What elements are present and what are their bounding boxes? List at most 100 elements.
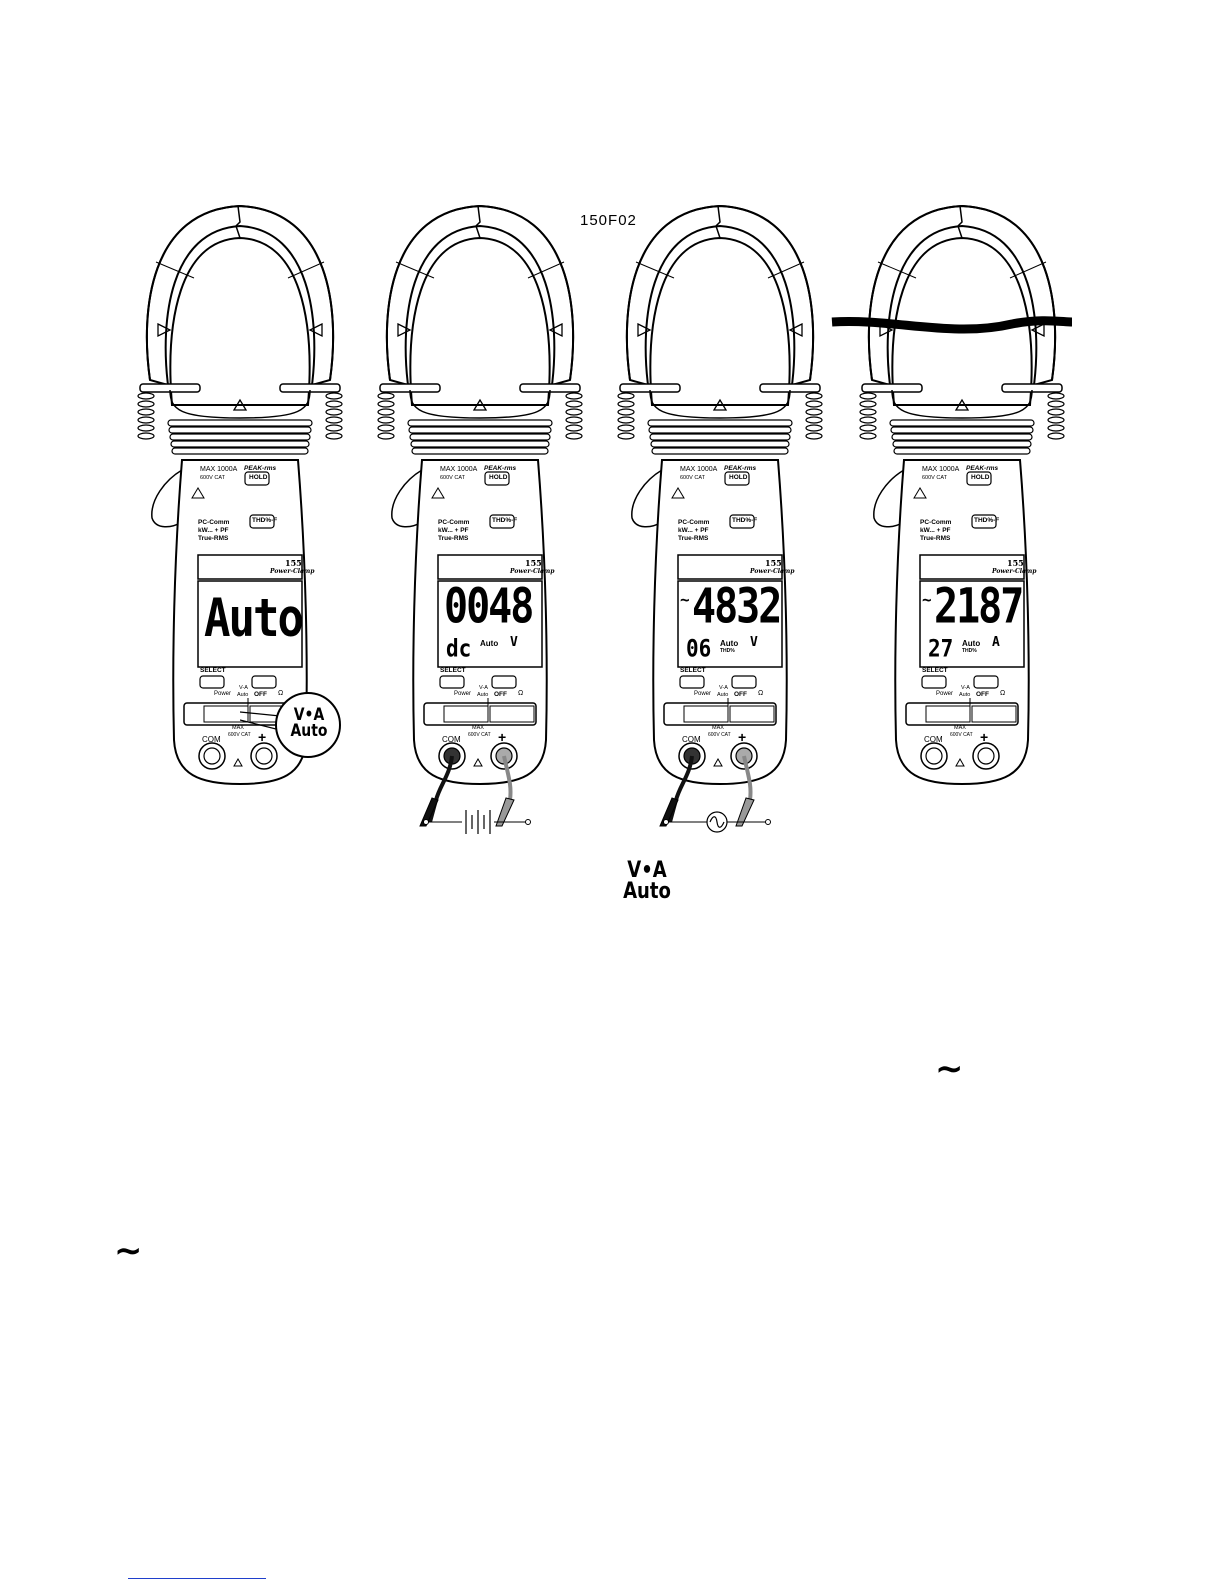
feature-kw-pf: kW... + PF <box>920 527 951 534</box>
zoom-callout-graphic <box>240 692 341 758</box>
power-label: Power <box>214 691 232 697</box>
ac-symbol-icon: ∼ <box>935 1049 964 1089</box>
max-current-label: MAX 1000A <box>922 466 960 473</box>
brand-name: Power-Clamp <box>270 568 315 575</box>
category-label-bottom: 600V CAT <box>468 732 491 738</box>
plus-label: + <box>980 729 989 745</box>
power-label: Power <box>694 691 712 697</box>
select-label: SELECT <box>680 667 706 674</box>
feature-true-rms: True-RMS <box>198 535 229 542</box>
plus-label: + <box>258 729 267 745</box>
plus-label: + <box>498 729 507 745</box>
model-number: 155 <box>285 558 302 568</box>
peak-rms-label: PEAK-rms <box>484 465 517 472</box>
category-label: 600V CAT <box>440 475 465 481</box>
ac-symbol-icon: ∼ <box>114 1231 143 1271</box>
brand-name: Power-Clamp <box>750 568 795 575</box>
lcd-secondary-reading: 27 <box>928 634 954 663</box>
max-label: MAX <box>954 725 966 731</box>
va-auto-symbol: V•A Auto <box>622 858 673 904</box>
lcd-thd-indicator: THD% <box>962 648 977 654</box>
feature-kw-pf: kW... + PF <box>198 527 229 534</box>
off-label: OFF <box>494 691 507 698</box>
auto-label: Auto <box>959 692 971 698</box>
lcd-unit: V <box>750 635 758 650</box>
com-label: COM <box>682 735 701 744</box>
lcd-main-reading: Auto <box>204 588 304 650</box>
max-label: MAX <box>472 725 484 731</box>
com-label: COM <box>442 735 461 744</box>
lcd-auto-indicator: Auto <box>480 639 499 648</box>
lcd-thd-indicator: THD% <box>720 648 735 654</box>
max-current-label: MAX 1000A <box>680 466 718 473</box>
va-label: V-A <box>719 685 728 691</box>
category-label: 600V CAT <box>200 475 225 481</box>
lcd-auto-indicator: Auto <box>962 639 981 648</box>
category-label-bottom: 600V CAT <box>708 732 731 738</box>
ohm-label: Ω <box>518 690 524 697</box>
symbol-va: V•A <box>627 858 667 883</box>
hold-label: HOLD <box>729 474 748 481</box>
peak-rms-label: PEAK-rms <box>724 465 757 472</box>
feature-true-rms: True-RMS <box>438 535 469 542</box>
lcd-ac-indicator: ~ <box>922 590 932 609</box>
zoom-callout-label: V•A Auto <box>288 706 331 739</box>
feature-true-rms: True-RMS <box>920 535 951 542</box>
ohm-label: Ω <box>278 690 284 697</box>
plus-label: + <box>738 729 747 745</box>
peak-rms-label: PEAK-rms <box>244 465 277 472</box>
com-label: COM <box>202 735 221 744</box>
off-label: OFF <box>734 691 747 698</box>
com-label: COM <box>924 735 943 744</box>
thd-label: THD%-F <box>252 517 278 524</box>
va-label: V-A <box>479 685 488 691</box>
max-current-label: MAX 1000A <box>440 466 478 473</box>
select-label: SELECT <box>440 667 466 674</box>
feature-kw-pf: kW... + PF <box>438 527 469 534</box>
hold-label: HOLD <box>971 474 990 481</box>
off-label: OFF <box>254 691 267 698</box>
feature-true-rms: True-RMS <box>678 535 709 542</box>
lcd-main-reading: 0048 <box>444 579 534 635</box>
select-label: SELECT <box>922 667 948 674</box>
feature-pc-comm: PC-Comm <box>438 519 470 526</box>
lcd-unit: V <box>510 635 518 650</box>
max-label: MAX <box>712 725 724 731</box>
ohm-label: Ω <box>1000 690 1006 697</box>
category-label-bottom: 600V CAT <box>228 732 251 738</box>
lcd-secondary-reading: dc <box>446 634 472 663</box>
thd-label: THD%-F <box>974 517 1000 524</box>
select-label: SELECT <box>200 667 226 674</box>
footer-rule <box>128 1578 266 1579</box>
feature-pc-comm: PC-Comm <box>198 519 230 526</box>
lcd-main-reading: 4832 <box>692 579 782 635</box>
va-label: V-A <box>239 685 248 691</box>
brand-name: Power-Clamp <box>510 568 555 575</box>
lcd-main-reading: 2187 <box>934 579 1024 635</box>
power-label: Power <box>936 691 954 697</box>
auto-label: Auto <box>477 692 489 698</box>
lcd-unit: A <box>992 635 1000 650</box>
model-number: 155 <box>525 558 542 568</box>
lcd-auto-indicator: Auto <box>720 639 739 648</box>
brand-name: Power-Clamp <box>992 568 1037 575</box>
hold-label: HOLD <box>489 474 508 481</box>
off-label: OFF <box>976 691 989 698</box>
category-label: 600V CAT <box>922 475 947 481</box>
model-number: 155 <box>765 558 782 568</box>
ohm-label: Ω <box>758 690 764 697</box>
va-label: V-A <box>961 685 970 691</box>
max-current-label: MAX 1000A <box>200 466 238 473</box>
model-number: 155 <box>1007 558 1024 568</box>
symbol-auto: Auto <box>623 878 671 904</box>
max-label: MAX <box>232 725 244 731</box>
hold-label: HOLD <box>249 474 268 481</box>
lcd-secondary-reading: 06 <box>686 634 712 663</box>
category-label: 600V CAT <box>680 475 705 481</box>
feature-pc-comm: PC-Comm <box>920 519 952 526</box>
